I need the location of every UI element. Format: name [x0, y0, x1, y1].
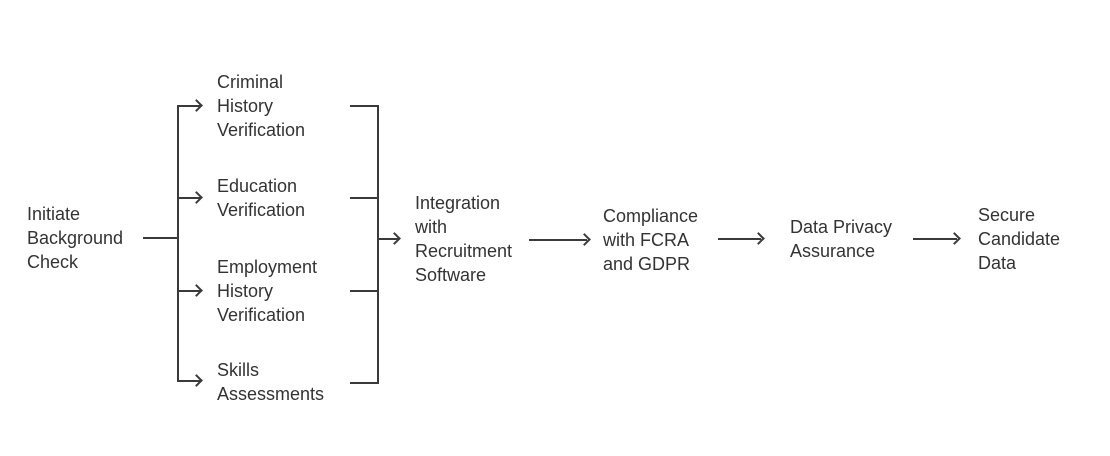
edge-to-criminal-arrowhead-icon	[190, 99, 203, 112]
edge-privacy-to-secure-line	[913, 238, 957, 240]
node-initiate-background-check: Initiate Background Check	[27, 204, 124, 272]
edge-education-out-line	[350, 197, 379, 199]
edge-to-education-line	[178, 197, 200, 199]
node-secure-candidate-data: Secure Candidate Data	[978, 205, 1061, 273]
edge-privacy-to-secure-arrowhead-icon	[948, 232, 961, 245]
edge-skills-out-line	[350, 382, 379, 384]
edge-integration-to-compliance-line	[529, 239, 587, 241]
edge-compliance-to-privacy-arrowhead-icon	[752, 232, 765, 245]
edge-to-skills-line	[178, 380, 200, 382]
edge-collector-rail-line	[377, 105, 379, 384]
edge-branch-rail-line	[177, 105, 179, 382]
edge-initiate-stem-line	[143, 237, 178, 239]
node-skills-assessments: Skills Assessments	[217, 360, 325, 404]
edge-employment-out-line	[350, 290, 379, 292]
edge-criminal-out-line	[350, 105, 379, 107]
edge-to-integration-arrowhead-icon	[388, 232, 401, 245]
edge-integration-to-compliance-arrowhead-icon	[578, 233, 591, 246]
node-employment-history-verification: Employment History Verification	[217, 257, 318, 325]
edge-compliance-to-privacy-line	[718, 238, 761, 240]
edge-to-integration-line	[378, 238, 398, 240]
edge-to-employment-arrowhead-icon	[190, 284, 203, 297]
node-integration-recruitment-software: Integration with Recruitment Software	[415, 193, 513, 285]
edge-to-skills-arrowhead-icon	[190, 374, 203, 387]
node-criminal-history-verification: Criminal History Verification	[217, 72, 306, 140]
node-compliance-fcra-gdpr: Compliance with FCRA and GDPR	[603, 206, 699, 274]
node-data-privacy-assurance: Data Privacy Assurance	[790, 217, 893, 261]
edge-to-employment-line	[178, 290, 200, 292]
edge-to-criminal-line	[178, 105, 200, 107]
edge-to-education-arrowhead-icon	[190, 191, 203, 204]
node-education-verification: Education Verification	[217, 176, 306, 220]
